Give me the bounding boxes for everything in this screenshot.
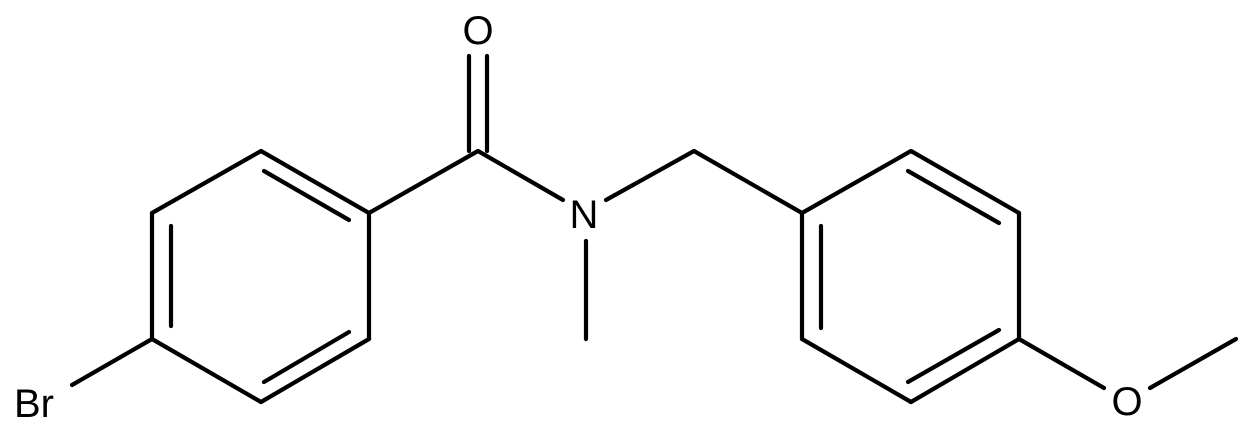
bond-r4-r5-inner [905, 327, 1002, 385]
bond-c4-c5 [149, 336, 264, 405]
bond-c1-c2 [258, 148, 372, 216]
bond-benzyl-ring [691, 148, 805, 216]
carbonyl-oxygen-label: O [462, 9, 493, 53]
bond-r5-r6 [799, 336, 914, 405]
bond-ether-o-methyl [1147, 336, 1239, 391]
methoxyphenyl-ring [799, 148, 1022, 405]
bond-r4-r5 [908, 336, 1022, 405]
bond-ring-carbonyl [366, 148, 481, 216]
bond-c-br [69, 336, 155, 388]
ether-oxygen-label: O [1111, 380, 1142, 424]
bond-r2-r3 [908, 148, 1022, 216]
bond-c1-c2-inner [261, 168, 352, 223]
bond-c5-c6 [258, 336, 372, 405]
bond-c2-c3 [149, 148, 264, 216]
bond-r2-r3-inner [905, 168, 1002, 226]
bond-r1-r2 [799, 148, 914, 216]
amide-nitrogen-label: N [570, 193, 599, 237]
bond-carbonyl-n [475, 148, 566, 203]
bromophenyl-ring [149, 148, 372, 405]
bond-ring-ether-o [1016, 336, 1107, 391]
bond-n-benzyl [603, 148, 697, 203]
bromine-label: Br [14, 382, 54, 426]
bond-c5-c6-inner [261, 329, 352, 385]
